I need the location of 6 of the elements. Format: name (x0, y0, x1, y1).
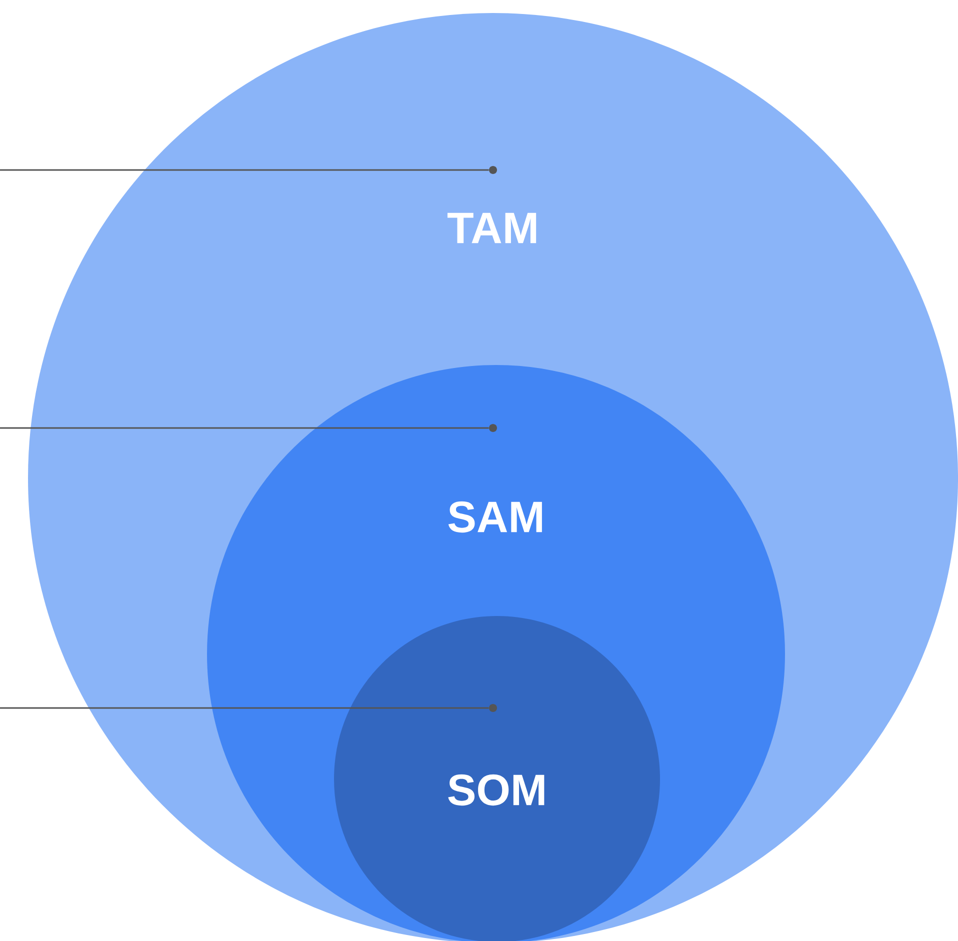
leader-line (0, 427, 489, 429)
dot (489, 424, 497, 432)
dot (489, 704, 497, 712)
dot (489, 166, 497, 174)
leader-line (0, 169, 489, 171)
leader-line (0, 707, 489, 709)
